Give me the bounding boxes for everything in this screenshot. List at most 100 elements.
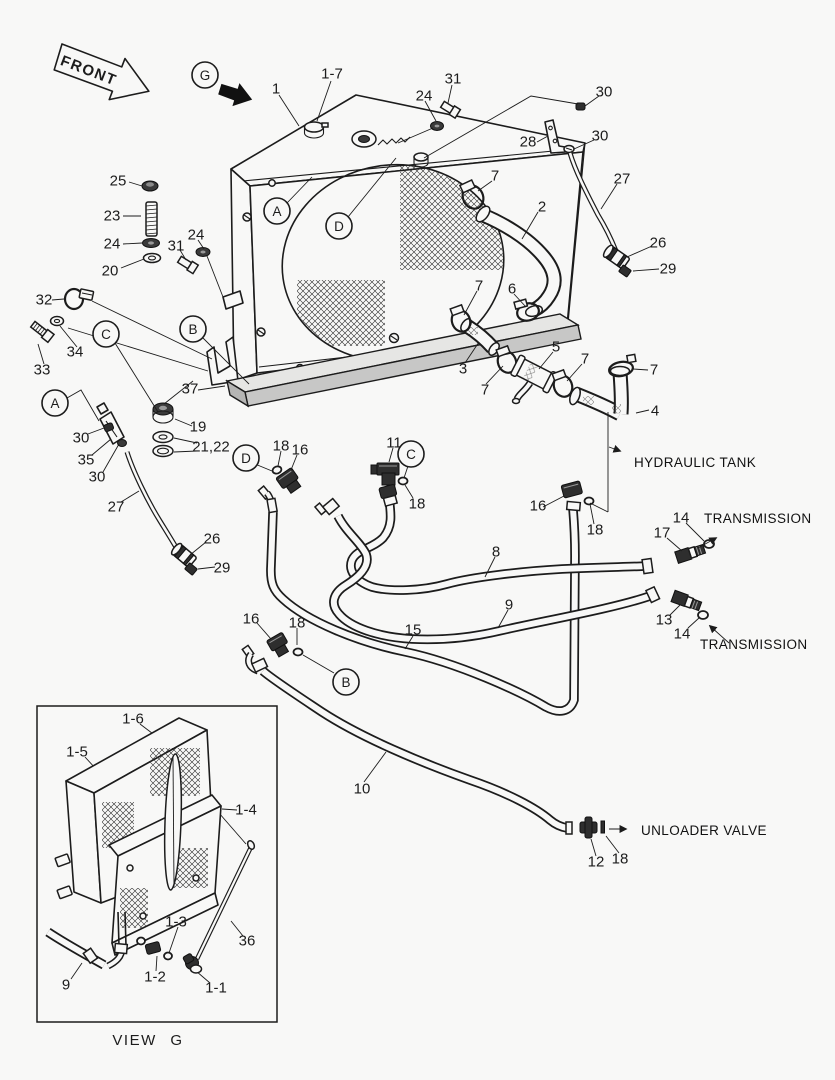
detail-marker-letter: C <box>101 327 111 342</box>
detail-marker-letter: D <box>241 451 251 466</box>
o-ring-18-d <box>271 465 283 475</box>
part-callout-31: 31 <box>445 71 462 88</box>
view-g-inset <box>36 705 278 1023</box>
part-callout-16: 16 <box>292 442 309 459</box>
part-callout-34: 34 <box>67 344 84 361</box>
bolt-33 <box>29 320 56 344</box>
detail-marker-letter: C <box>406 447 416 462</box>
part-callout-9: 9 <box>505 597 513 614</box>
part-callout-31: 31 <box>168 238 185 255</box>
upper-radiator-hose-2 <box>475 205 562 318</box>
union-fitting-12 <box>579 816 605 839</box>
annotation-arrows <box>608 444 730 834</box>
part-callout-7: 7 <box>481 382 489 399</box>
pin-18 <box>600 820 605 834</box>
inset-border <box>36 705 278 1023</box>
part-callout-7: 7 <box>475 278 483 295</box>
hose-clamp-7-upper <box>458 178 485 210</box>
part-callout-9: 9 <box>62 977 70 994</box>
hose-clamp-7-b <box>449 303 472 333</box>
part-callout-10: 10 <box>354 781 371 798</box>
adapter-17 <box>674 543 707 565</box>
fastener-stack-25-23-24-20 <box>141 180 162 264</box>
hydraulic-hose-15 <box>257 485 582 716</box>
part-callout-30: 30 <box>596 84 613 101</box>
foot-bracket <box>206 336 239 386</box>
elbow-fitting-16-right <box>560 480 583 499</box>
bracket-28-group <box>544 102 586 154</box>
elbow-under-tee <box>378 484 399 508</box>
detail-marker-B: B <box>179 315 207 343</box>
part-callout-23: 23 <box>104 208 121 225</box>
radiator-assembly <box>206 94 586 386</box>
part-callout-11: 11 <box>386 435 402 452</box>
transmission-lower-label: TRANSMISSION <box>700 637 808 652</box>
part-callout-7: 7 <box>650 362 658 379</box>
detail-marker-A: A <box>41 389 69 417</box>
part-callout-16: 16 <box>530 498 547 515</box>
part-callout-30: 30 <box>592 128 609 145</box>
side-mount-tab <box>222 290 244 310</box>
part-callout-1-7: 1-7 <box>321 66 343 83</box>
detail-marker-letter: D <box>334 219 344 234</box>
part-callout-1-3: 1-3 <box>165 914 187 931</box>
clamp-32-group <box>29 287 95 344</box>
part-callout-8: 8 <box>492 544 500 561</box>
part-callout-13: 13 <box>656 612 673 629</box>
detail-marker-letter: A <box>272 204 281 219</box>
part-callout-16: 16 <box>243 611 260 628</box>
part-callout-24: 24 <box>188 227 205 244</box>
overflow-tube-27-right <box>567 152 632 278</box>
hydraulic-hose-10 <box>241 644 573 835</box>
part-callout-14: 14 <box>673 510 690 527</box>
hydraulic-tank-label: HYDRAULIC TANK <box>634 455 756 470</box>
part-callout-35: 35 <box>78 452 95 469</box>
part-callout-1-1: 1-1 <box>205 980 227 997</box>
part-callout-24: 24 <box>416 88 433 105</box>
transmission-lower-arrow-icon <box>708 624 730 644</box>
o-ring-18-c <box>397 476 409 486</box>
view-g-caption: VIEW G <box>112 1032 183 1049</box>
part-callout-24: 24 <box>104 236 121 253</box>
detail-marker-G: G <box>191 61 219 89</box>
o-ring-18-right <box>583 496 595 506</box>
elbow-fitting-16-d <box>275 467 302 494</box>
detail-marker-C: C <box>92 320 120 348</box>
leader-lines <box>37 80 705 984</box>
part-callout-26: 26 <box>204 531 221 548</box>
elbow-fitting-16-b <box>266 632 290 658</box>
part-callout-18: 18 <box>409 496 426 513</box>
part-callout-14: 14 <box>674 626 691 643</box>
detail-marker-A: A <box>263 197 291 225</box>
detail-marker-letter: A <box>50 396 59 411</box>
transmission-upper-arrow-icon <box>697 537 718 549</box>
detail-marker-D: D <box>232 444 260 472</box>
part-callout-27: 27 <box>614 171 631 188</box>
part-callout-7: 7 <box>491 168 499 185</box>
part-callout-30: 30 <box>73 430 90 447</box>
part-callout-3: 3 <box>459 361 467 378</box>
bolt-washer-24-31-top <box>430 100 462 131</box>
part-callout-21,22: 21,22 <box>192 439 230 456</box>
part-callout-20: 20 <box>102 263 119 280</box>
part-callout-6: 6 <box>508 281 516 298</box>
transmission-upper-label: TRANSMISSION <box>704 511 812 526</box>
part-callout-36: 36 <box>239 933 256 950</box>
detail-marker-letter: B <box>188 322 197 337</box>
overflow-tube-27-left <box>124 451 198 576</box>
detail-marker-D: D <box>325 212 353 240</box>
bolt-washer-24-31-left <box>176 247 211 275</box>
radiator-cap <box>303 121 329 139</box>
detail-marker-letter: G <box>200 68 211 83</box>
part-callout-19: 19 <box>190 419 207 436</box>
unloader-valve-label: UNLOADER VALVE <box>641 823 767 838</box>
bracket-35-group <box>96 402 127 447</box>
hydraulic-hose-9 <box>313 497 661 645</box>
part-callout-1-5: 1-5 <box>66 744 88 761</box>
radiator-core-hatch <box>297 166 516 346</box>
part-callout-1-6: 1-6 <box>122 711 144 728</box>
tee-fitting-11 <box>370 462 400 486</box>
